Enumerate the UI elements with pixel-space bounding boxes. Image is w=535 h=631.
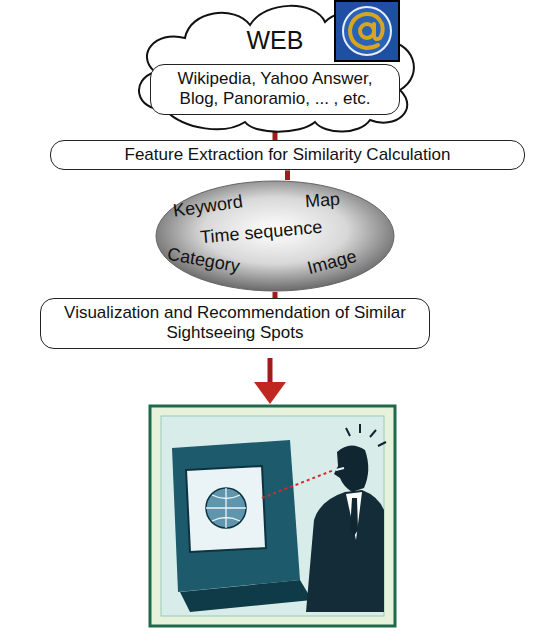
node-text: Wikipedia, Yahoo Answer, Blog, Panoramio…	[159, 69, 391, 110]
globe	[206, 488, 246, 528]
process-box: Wikipedia, Yahoo Answer, Blog, Panoramio…	[150, 64, 400, 115]
monitor-base	[180, 580, 312, 612]
picture-frame	[150, 406, 395, 626]
monitor-body	[172, 440, 300, 592]
globe-lines	[206, 488, 246, 528]
flow-connector	[285, 170, 290, 180]
gaze-line	[262, 470, 334, 498]
man-body	[306, 490, 384, 612]
man-head	[334, 445, 368, 492]
man-eye	[336, 468, 344, 470]
thought-marks	[346, 424, 386, 446]
node-text: Map	[304, 189, 340, 212]
web-icon	[334, 0, 400, 62]
node-text: Visualization and Recommendation of Simi…	[49, 303, 421, 344]
process-box: Visualization and Recommendation of Simi…	[40, 298, 430, 349]
down-arrow-shaft	[268, 358, 273, 384]
down-arrow-head	[254, 382, 286, 404]
man-tie	[350, 498, 358, 536]
node-text: Feature Extraction for Similarity Calcul…	[59, 145, 516, 165]
process-box: Feature Extraction for Similarity Calcul…	[50, 140, 525, 170]
ellipse-shape: KeywordMapTime sequenceCategoryImage	[155, 180, 395, 292]
monitor-screen	[186, 466, 266, 552]
picture-ground	[161, 416, 384, 616]
man-shirt	[346, 492, 362, 540]
